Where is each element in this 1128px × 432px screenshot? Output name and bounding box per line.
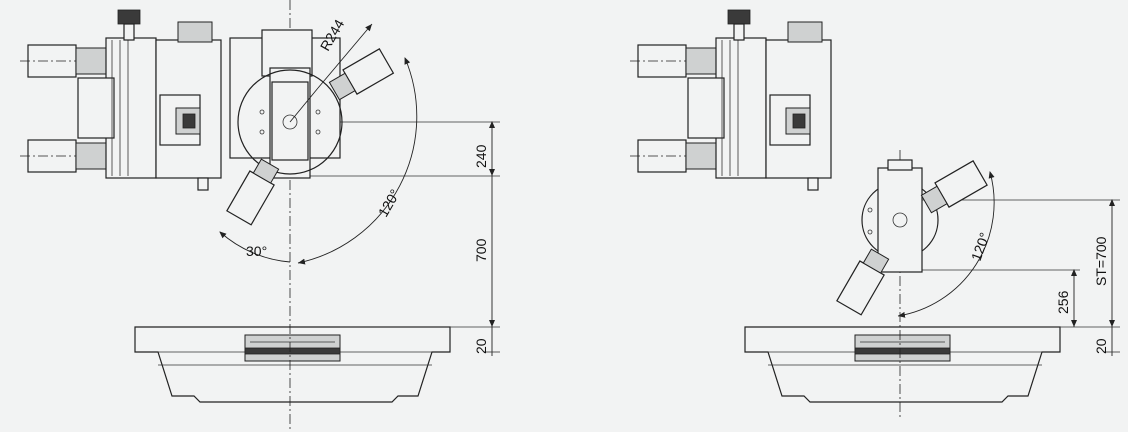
right-angle-120-label: 120° [968, 230, 993, 263]
left-swivel-head [229, 29, 343, 179]
right-dim-st: ST=700 [1093, 236, 1109, 286]
right-lower-tool [836, 248, 890, 316]
right-dim-256: 256 [1055, 290, 1071, 314]
left-angle-120-label: 120° [375, 186, 403, 219]
left-dim-700: 700 [473, 238, 489, 262]
right-motor-housing [630, 9, 832, 191]
left-dim-20: 20 [473, 338, 489, 354]
left-view: R244 120° 30° 240 700 20 [20, 0, 500, 432]
left-dim-240: 240 [473, 144, 489, 168]
right-vertical-dimensions: ST=700 256 20 [1055, 199, 1120, 356]
left-30-arc [219, 231, 291, 263]
left-120-arc [297, 57, 418, 265]
left-radius-label: R244 [317, 16, 348, 53]
left-vertical-dimensions: 240 700 20 [473, 121, 500, 356]
right-machine-base [744, 326, 1061, 403]
left-motor-housing [20, 9, 222, 191]
left-angle-30-label: 30° [246, 243, 267, 259]
left-machine-base [134, 326, 451, 403]
right-view: 120° ST=700 256 20 [630, 9, 1120, 420]
right-120-arc [897, 171, 995, 318]
right-upper-tool [920, 160, 988, 214]
right-dim-20: 20 [1093, 338, 1109, 354]
left-lower-tool [226, 158, 280, 226]
